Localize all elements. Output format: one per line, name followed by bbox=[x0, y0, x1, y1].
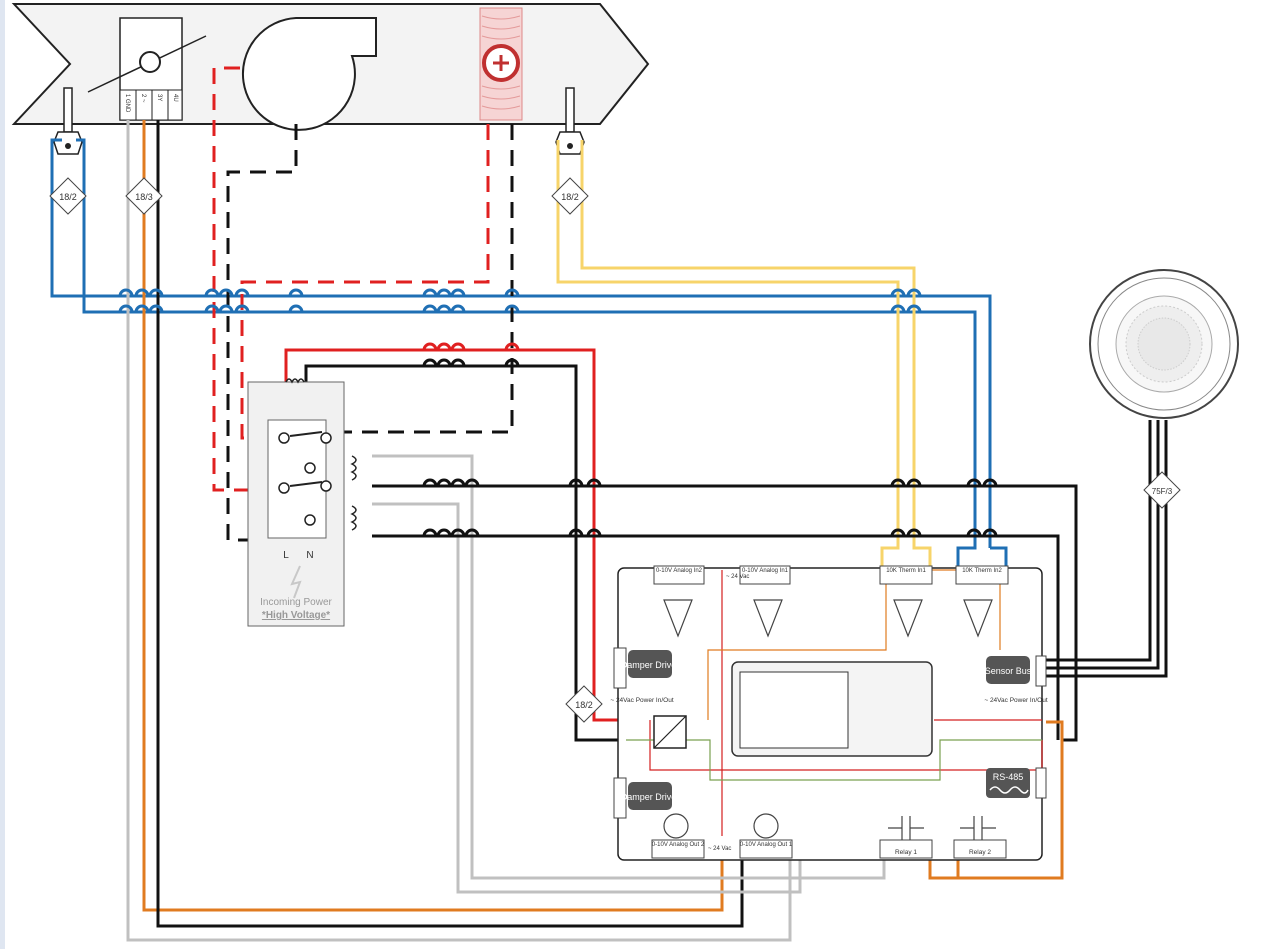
relay-2-icon bbox=[960, 816, 996, 840]
transformer-icon bbox=[285, 378, 305, 384]
relay-2-label: Relay 2 bbox=[969, 849, 991, 856]
neutral-label: N bbox=[306, 550, 313, 561]
supply-temp-sensor-icon bbox=[555, 87, 585, 155]
rs485-label: RS-485 bbox=[993, 772, 1024, 782]
analog-out2-label: 0-10V Analog Out 2 bbox=[652, 842, 705, 848]
svg-text:18/2: 18/2 bbox=[575, 700, 593, 710]
sensor-bus-label: Sensor Bus bbox=[985, 666, 1032, 676]
window-edge bbox=[0, 0, 5, 949]
vac-bottom-label: ~ 24 Vac bbox=[708, 846, 731, 852]
therm-in1-label: 10K Therm In1 bbox=[886, 568, 926, 574]
analog-out1-icon bbox=[753, 813, 779, 839]
rs485-wave-icon bbox=[989, 786, 1029, 794]
relay-1-icon bbox=[888, 816, 924, 840]
svg-text:18/3: 18/3 bbox=[135, 192, 153, 202]
display-screen bbox=[739, 671, 849, 749]
blower-fan-icon bbox=[241, 17, 377, 131]
wire-tag-return: 18/2 bbox=[49, 177, 87, 215]
heating-coil-icon bbox=[479, 7, 523, 121]
damper-actuator: 1 GND 2 ~ 3Y 4U bbox=[87, 17, 207, 121]
therm-in2-amp-icon bbox=[963, 599, 993, 638]
relay-coil-2-icon bbox=[350, 505, 357, 531]
svg-text:18/2: 18/2 bbox=[561, 192, 579, 202]
therm-in2-label: 10K Therm In2 bbox=[962, 568, 1002, 574]
rs485-badge bbox=[986, 768, 1030, 798]
power-subtitle: *High Voltage* bbox=[262, 610, 330, 621]
incoming-power-box: L N Incoming Power *High Voltage* bbox=[247, 378, 357, 627]
controller-board: 0-10V Analog In2 0-10V Analog In1 10K Th… bbox=[610, 565, 1048, 861]
wire-tag-room-sensor: 75F/3 bbox=[1143, 471, 1181, 509]
terminal-2: 2 ~ bbox=[140, 94, 146, 103]
power-title: Incoming Power bbox=[260, 597, 332, 608]
analog-in1-label: 0-10V Analog In1 bbox=[742, 568, 789, 574]
relay-1-label: Relay 1 bbox=[895, 849, 917, 856]
analog-in2-amp-icon bbox=[663, 599, 693, 638]
lightning-icon bbox=[290, 565, 302, 599]
terminal-1: 1 GND bbox=[124, 94, 130, 113]
analog-in2-label: 0-10V Analog In2 bbox=[656, 568, 703, 574]
svg-text:18/2: 18/2 bbox=[59, 192, 77, 202]
line-label: L bbox=[283, 550, 289, 561]
analog-out1-label: 0-10V Analog Out 1 bbox=[740, 842, 793, 848]
damper-driver-bottom-badge bbox=[628, 782, 672, 810]
return-temp-sensor-icon bbox=[53, 87, 83, 155]
terminal-4: 4U bbox=[172, 94, 178, 102]
svg-text:0-10V Analog In2: 0-10V Analog In2 bbox=[656, 568, 703, 574]
power-right-label: ~ 24Vac Power In/Out bbox=[984, 697, 1047, 704]
analog-in1-amp-icon bbox=[753, 599, 783, 638]
svg-text:75F/3: 75F/3 bbox=[1152, 487, 1173, 496]
damper-driver-top-badge bbox=[628, 650, 672, 678]
vac-top-label: ~ 24 Vac bbox=[726, 574, 749, 580]
room-sensor-icon bbox=[1089, 269, 1239, 419]
wire-tag-supply: 18/2 bbox=[551, 177, 589, 215]
wire-tag-power: 18/2 bbox=[565, 685, 603, 723]
power-left-label: ~ 24Vac Power In/Out bbox=[610, 697, 673, 704]
wire-tag-actuator: 18/3 bbox=[125, 177, 163, 215]
terminal-3: 3Y bbox=[156, 94, 162, 101]
damper-driver-bottom-label: Damper Driver bbox=[621, 792, 680, 802]
damper-driver-top-label: Damper Driver bbox=[621, 660, 680, 670]
therm-in1-amp-icon bbox=[893, 599, 923, 638]
analog-out2-icon bbox=[663, 813, 689, 839]
relay-coil-1-icon bbox=[350, 455, 357, 481]
sensor-bus-badge bbox=[986, 656, 1030, 684]
